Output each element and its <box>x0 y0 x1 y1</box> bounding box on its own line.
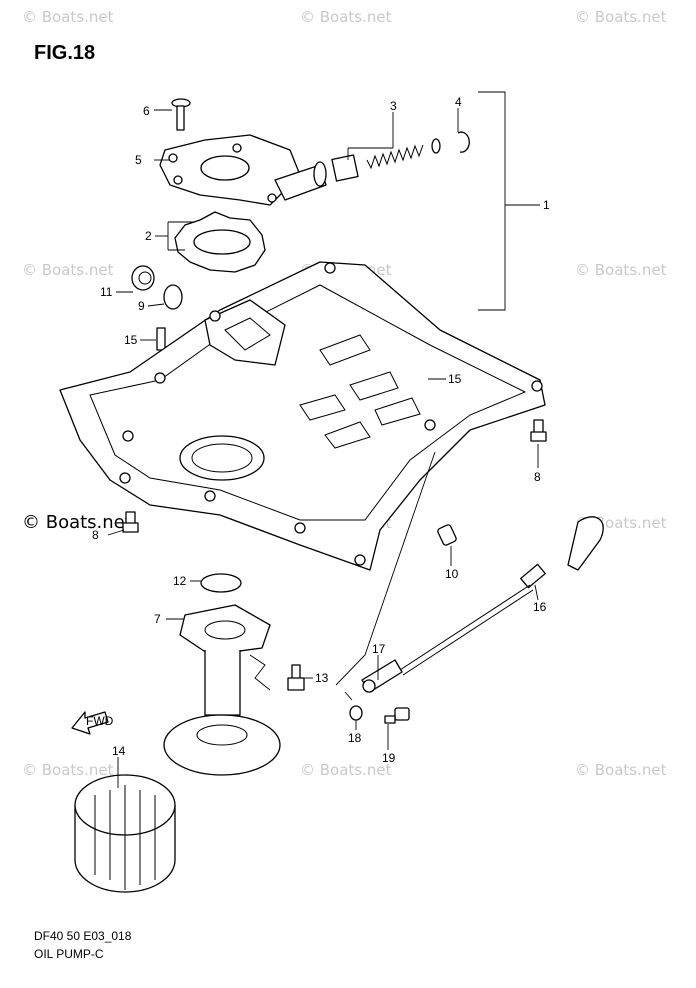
callout-7: 7 <box>154 612 161 626</box>
part-18-o-ring <box>349 705 363 721</box>
part-11-plug <box>131 265 155 291</box>
part-3-relief-valve <box>331 138 441 182</box>
part-17-dipstick-guide <box>361 659 403 693</box>
part-5-pump-cover <box>159 134 327 206</box>
callout-16: 16 <box>533 600 547 614</box>
callout-15: 15 <box>448 372 462 386</box>
watermark: © Boats.net <box>575 261 667 279</box>
fwd-arrow-icon: FWD <box>71 711 114 735</box>
part-6-screw <box>171 98 191 131</box>
part-13-bolt <box>287 664 305 691</box>
part-2-rotors <box>174 211 266 273</box>
callout-3: 3 <box>390 99 397 113</box>
part-7-oil-strainer <box>163 604 281 776</box>
main-watermark: © Boats.net <box>22 512 132 533</box>
callout-5: 5 <box>135 153 142 167</box>
watermark: © Boats.net <box>300 8 392 26</box>
callout-10: 10 <box>445 567 459 581</box>
callout-2: 2 <box>145 229 152 243</box>
part-16-dipstick <box>399 516 604 676</box>
callout-4: 4 <box>455 95 462 109</box>
callout-6: 6 <box>143 104 150 118</box>
watermark: © Boats.net <box>575 8 667 26</box>
figure-title: FIG.18 <box>34 42 96 64</box>
callout-13: 13 <box>315 671 329 685</box>
oil-pan <box>59 261 546 571</box>
part-9-o-ring <box>163 284 183 310</box>
watermark: © Boats.net <box>22 761 114 779</box>
watermark: © Boats.net <box>22 261 114 279</box>
callout-11: 11 <box>100 285 113 299</box>
part-8-bolt <box>530 419 547 442</box>
callout-15: 15 <box>124 333 138 347</box>
watermark: © Boats.net <box>22 8 114 26</box>
callout-18: 18 <box>348 731 362 745</box>
part-10-plug <box>437 524 457 546</box>
callout-17: 17 <box>372 642 386 656</box>
part-15-dowel-pin <box>156 327 166 351</box>
watermark: © Boats.net <box>575 761 667 779</box>
callout-8: 8 <box>92 528 99 542</box>
fwd-label: FWD <box>86 714 114 728</box>
part-19-bolt <box>384 707 410 724</box>
part-4-circlip <box>457 131 470 153</box>
section-name: OIL PUMP-C <box>34 947 104 961</box>
callout-19: 19 <box>382 751 396 765</box>
part-12-gasket <box>200 573 242 593</box>
callout-14: 14 <box>112 744 126 758</box>
part-1-bracket <box>478 91 506 311</box>
callout-9: 9 <box>138 299 145 313</box>
part-8-bolt <box>122 511 139 533</box>
watermark: © Boats.net <box>300 761 392 779</box>
callout-1: 1 <box>543 198 550 212</box>
model-code: DF40 50 E03_018 <box>34 929 132 943</box>
callout-12: 12 <box>173 574 187 588</box>
part-14-oil-filter <box>74 774 176 893</box>
callout-8: 8 <box>534 470 541 484</box>
